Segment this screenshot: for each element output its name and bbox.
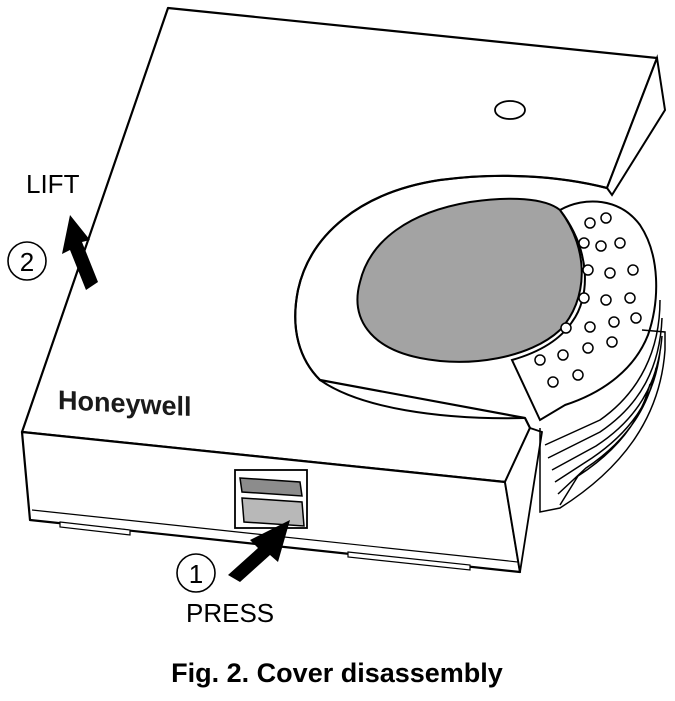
step-1-number: 1: [189, 559, 203, 589]
vent-slats: [539, 299, 666, 513]
sensor-ring: [294, 174, 608, 420]
vent-grille: [510, 200, 658, 422]
figure-caption: Fig. 2. Cover disassembly: [171, 658, 503, 688]
device-right-face: [605, 54, 667, 197]
step-2-circle: [7, 241, 47, 281]
foot-left: [59, 521, 131, 536]
led-hole: [494, 100, 526, 120]
foot-right: [347, 551, 471, 571]
step-2-label: LIFT: [26, 169, 80, 199]
latch-tab-lower: [241, 497, 305, 527]
arrow-up-icon: [62, 215, 98, 290]
device-corner-face: [504, 426, 544, 573]
step-1-label: PRESS: [186, 598, 274, 628]
vent-holes: [534, 212, 642, 388]
brand-logo: Honeywell: [58, 385, 191, 422]
step-2-number: 2: [20, 247, 34, 277]
sensor-disc: [356, 197, 583, 363]
latch-tab: [239, 477, 303, 497]
step-1-circle: [176, 553, 216, 593]
arrow-press-icon: [228, 520, 290, 582]
